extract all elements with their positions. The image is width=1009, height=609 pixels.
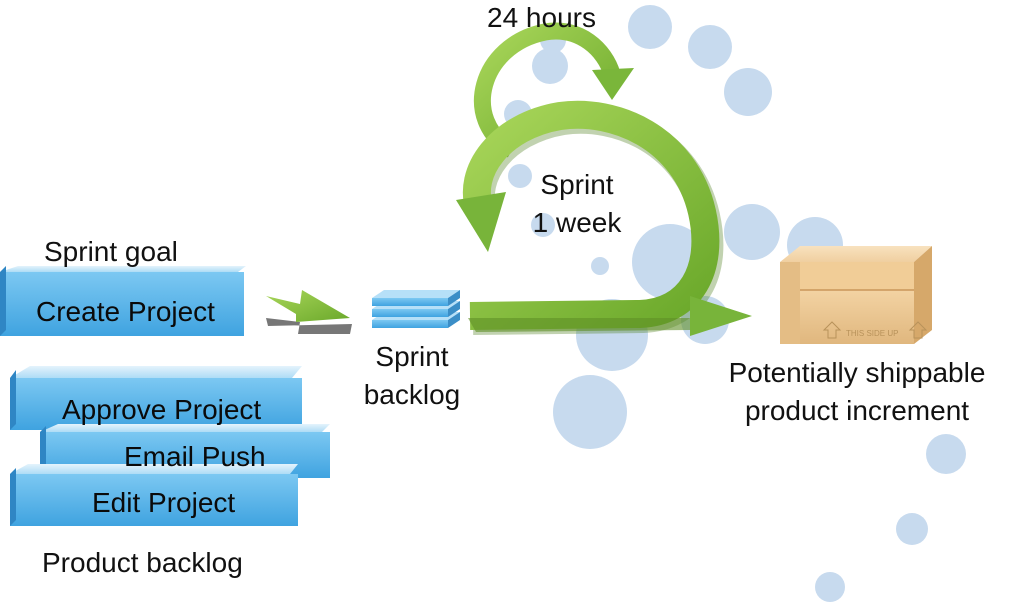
sprint-backlog-label-line2: backlog	[363, 379, 461, 410]
sprint-backlog-stack	[372, 290, 460, 328]
increment-label-line1: Potentially shippable	[728, 357, 986, 388]
sprint-goal-label: Sprint goal	[44, 236, 178, 267]
up-arrow-icon	[908, 321, 928, 339]
box-stamp-text: THIS SIDE UP	[846, 329, 898, 338]
sprint-cycle-label-line1: Sprint	[540, 169, 614, 200]
increment-label-line2: product increment	[744, 395, 970, 426]
sprint-cycle-label: Sprint 1 week	[530, 166, 624, 242]
product-backlog-label: Product backlog	[42, 547, 243, 578]
bubble	[926, 434, 966, 474]
bubble	[531, 213, 555, 237]
bubble	[532, 48, 568, 84]
backlog-item: Email Push	[124, 441, 266, 472]
bubble	[553, 375, 627, 449]
bubble	[688, 25, 732, 69]
sprint-backlog-label: Sprint backlog	[352, 338, 472, 414]
bubble	[724, 204, 780, 260]
bubble	[724, 68, 772, 116]
product-backlog-blocks	[10, 366, 330, 526]
bubbles	[504, 5, 966, 602]
bubble	[508, 164, 532, 188]
sprint-goal-item: Create Project	[36, 296, 215, 327]
increment-label: Potentially shippable product increment	[708, 354, 1006, 430]
daily-cycle-label: 24 hours	[487, 2, 596, 33]
daily-loop-arrow	[473, 22, 634, 158]
bubble	[815, 572, 845, 602]
goal-to-backlog-arrow	[266, 290, 352, 334]
backlog-item: Approve Project	[62, 394, 262, 425]
sprint-backlog-label-line1: Sprint	[375, 341, 449, 372]
bubble	[591, 257, 609, 275]
sprint-goal-block	[0, 266, 246, 336]
bubble	[896, 513, 928, 545]
shipping-box: THIS SIDE UP	[780, 246, 932, 344]
bubble	[628, 5, 672, 49]
up-arrow-icon	[822, 321, 842, 339]
backlog-item: Edit Project	[92, 487, 236, 518]
sprint-loop-arrow	[456, 100, 752, 336]
sprint-cycle-label-line2: 1 week	[532, 207, 622, 238]
